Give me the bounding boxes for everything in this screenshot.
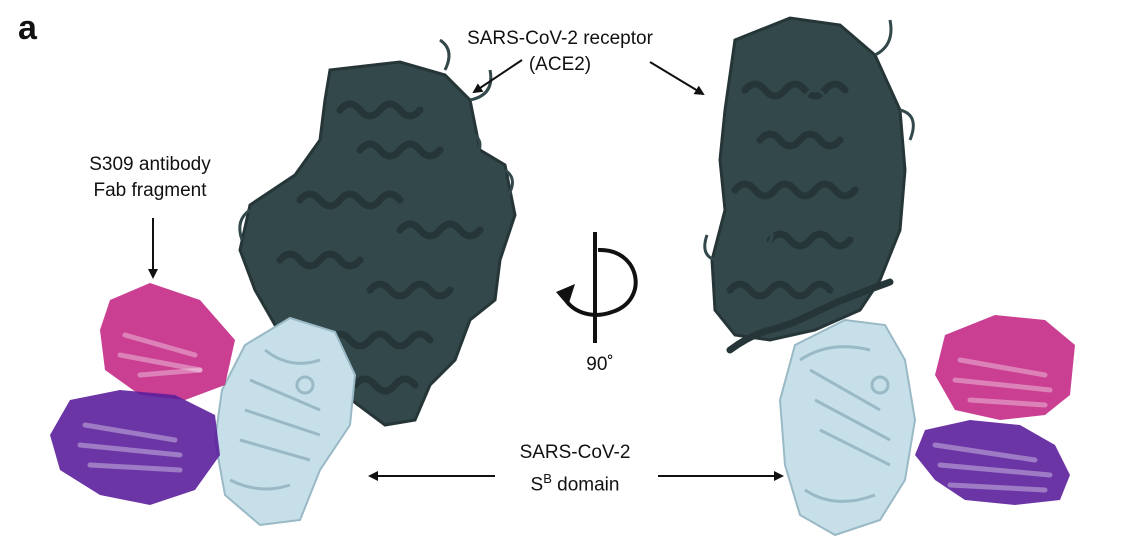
sb-domain-label-line1: SARS-CoV-2 bbox=[519, 442, 631, 463]
antibody-label: S309 antibody Fab fragment bbox=[40, 152, 260, 204]
receptor-label-line1: SARS-CoV-2 receptor bbox=[467, 28, 653, 49]
sb-domain-label-line2: SB domain bbox=[480, 466, 670, 498]
fab-fragment-right bbox=[915, 315, 1075, 505]
sb-domain-label: SARS-CoV-2 SB domain bbox=[480, 440, 670, 498]
receptor-label-line2: (ACE2) bbox=[528, 54, 592, 75]
receptor-label: SARS-CoV-2 receptor (ACE2) bbox=[440, 26, 680, 78]
arrow-to-ace2-right bbox=[649, 61, 705, 96]
rotation-symbol bbox=[556, 232, 638, 343]
fab-fragment-left bbox=[50, 283, 235, 505]
rotation-label: 90˚ bbox=[586, 354, 614, 375]
ace2-structure-right bbox=[703, 16, 915, 354]
sb-domain-left bbox=[213, 316, 357, 527]
arrow-to-ace2-left bbox=[472, 59, 523, 94]
panel-letter: a bbox=[18, 9, 37, 47]
sb-domain-suffix: domain bbox=[551, 474, 620, 496]
antibody-label-line2: Fab fragment bbox=[93, 180, 207, 201]
sb-domain-superscript: B bbox=[543, 471, 552, 486]
sb-domain-right bbox=[778, 318, 917, 537]
sb-domain-prefix: S bbox=[530, 474, 544, 496]
antibody-label-line1: S309 antibody bbox=[89, 154, 211, 175]
